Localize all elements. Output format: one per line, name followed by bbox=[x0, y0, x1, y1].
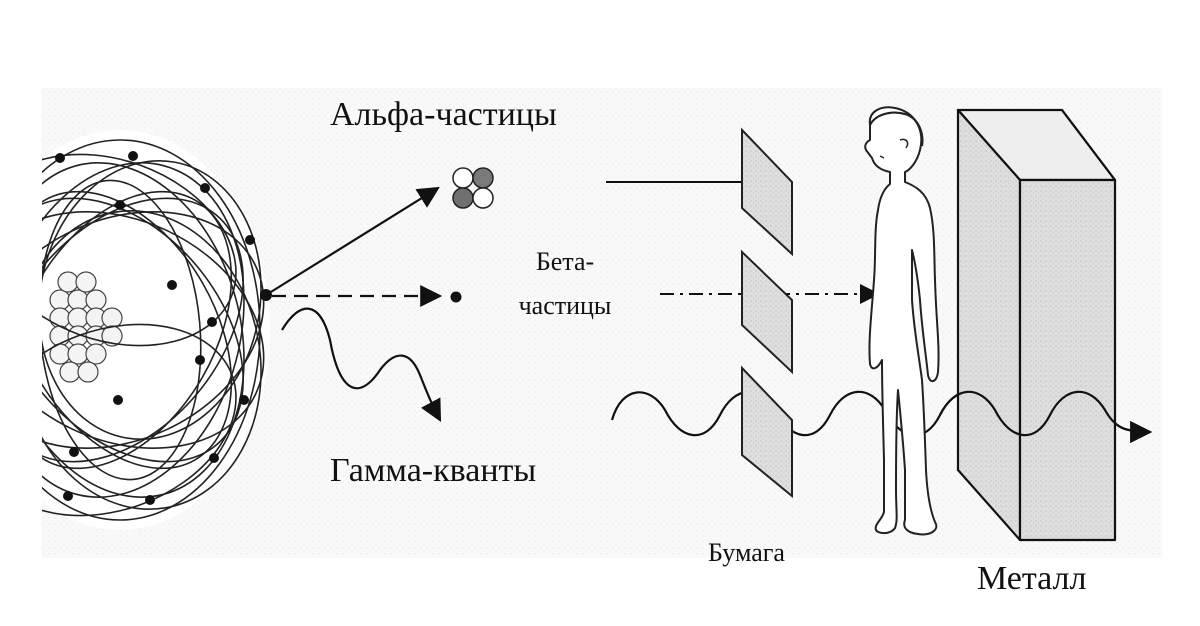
gamma-ray-wave bbox=[281, 307, 442, 422]
human-figure bbox=[864, 106, 940, 536]
paper-sheet-beta bbox=[741, 249, 793, 375]
paper-label: Бумага bbox=[708, 538, 785, 567]
gamma-wave-through-metal bbox=[939, 390, 1153, 443]
alpha-ray-arrow bbox=[265, 186, 440, 296]
electron-orbits bbox=[42, 139, 265, 521]
alpha-particle-icon bbox=[452, 167, 494, 209]
alpha-particles-label: Альфа-частицы bbox=[330, 96, 557, 133]
metal-block-left bbox=[956, 108, 1022, 542]
radioactive-atom bbox=[42, 130, 270, 530]
paper-sheet-alpha bbox=[741, 127, 793, 257]
beta-particle-icon bbox=[450, 291, 462, 303]
paper-sheet-gamma bbox=[741, 365, 793, 499]
paper-sheets bbox=[741, 127, 793, 499]
gamma-quanta-label: Гамма-кванты bbox=[330, 452, 537, 489]
metal-block-front bbox=[1018, 178, 1117, 542]
beta-particles-label: Бета- частицы bbox=[505, 240, 625, 328]
beta-label-line-2: частицы bbox=[518, 291, 612, 320]
electrons bbox=[55, 151, 255, 505]
nucleus bbox=[49, 271, 123, 383]
metal-label: Металл bbox=[977, 560, 1087, 597]
beta-label-line-1: Бета- bbox=[535, 247, 595, 276]
metal-block bbox=[956, 108, 1117, 542]
